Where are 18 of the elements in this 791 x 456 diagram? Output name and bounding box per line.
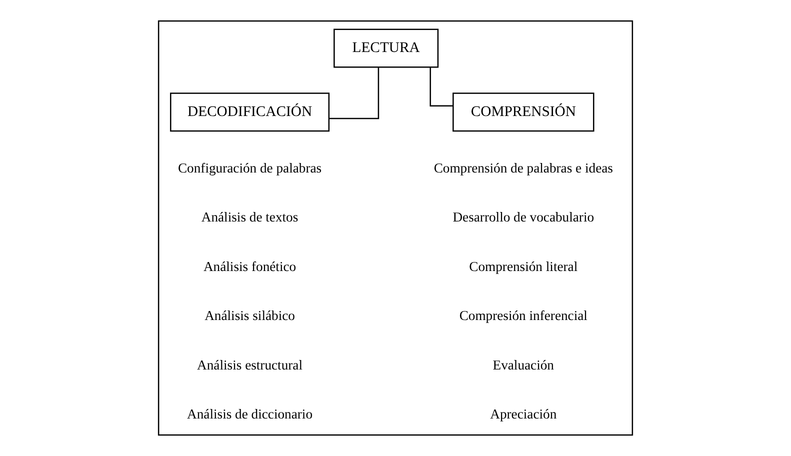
label: Análisis de diccionario <box>187 406 313 422</box>
node-box: DECODIFICACIÓN <box>170 92 330 132</box>
connector <box>329 67 380 120</box>
label: Análisis de textos <box>201 210 298 225</box>
cluster <box>158 20 634 436</box>
label: Análisis fonético <box>203 258 296 274</box>
label: Apreciación <box>490 406 557 422</box>
node-box: LECTURA <box>334 28 439 68</box>
label: Análisis estructural <box>197 357 303 372</box>
label: Análisis silábico <box>204 308 295 324</box>
connector <box>430 67 453 106</box>
node-box: COMPRENSIÓN <box>452 92 594 132</box>
label: Comprensión literal <box>469 258 578 274</box>
label: Configuración de palabras <box>178 160 322 176</box>
label: Evaluación <box>492 357 554 372</box>
label: Desarrollo de vocabulario <box>452 210 594 225</box>
label: Compresión inferencial <box>459 308 588 324</box>
label: Comprensión de palabras e ideas <box>434 160 613 176</box>
